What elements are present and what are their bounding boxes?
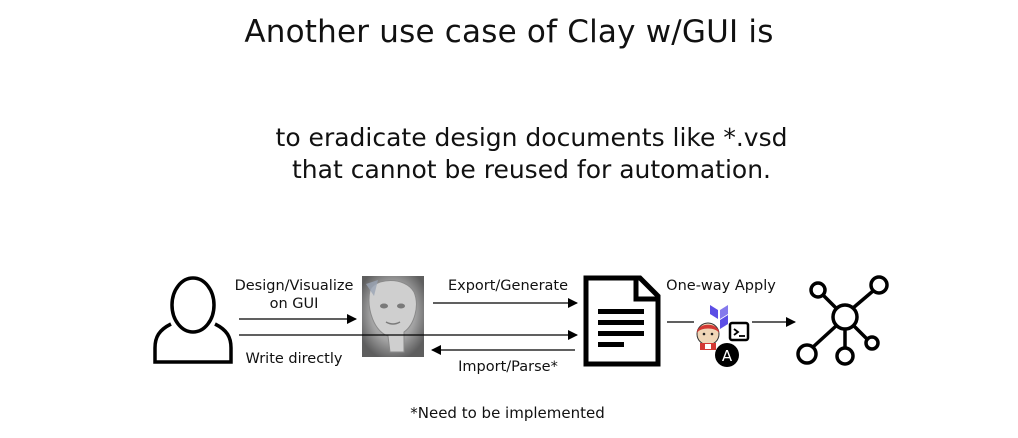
one-way-apply-label: One-way Apply	[666, 278, 776, 294]
user-icon	[153, 276, 233, 364]
import-parse-label: Import/Parse*	[458, 359, 558, 375]
subtitle-line-2: that cannot be reused for automation.	[292, 155, 771, 184]
design-label-line-1: Design/Visualize	[234, 278, 354, 294]
ansible-icon: A	[715, 343, 739, 367]
terminal-icon	[728, 321, 750, 342]
subtitle-line-1: to eradicate design documents like *.vsd	[275, 123, 788, 152]
export-generate-label: Export/Generate	[447, 278, 569, 294]
slide-title: Another use case of Clay w/GUI is	[244, 14, 774, 50]
document-icon	[583, 275, 661, 367]
network-hub-icon	[796, 275, 889, 366]
clay-gui-image	[362, 276, 424, 357]
footnote: *Need to be implemented	[410, 404, 605, 422]
slide-subtitle: to eradicate design documents like *.vsd…	[0, 122, 1018, 186]
write-directly-label: Write directly	[245, 351, 343, 367]
design-visualize-label: Design/Visualize on GUI	[226, 277, 362, 313]
ansible-letter: A	[722, 347, 733, 365]
terraform-icon	[710, 305, 728, 329]
design-label-line-2: on GUI	[269, 296, 319, 312]
jenkins-icon	[696, 322, 720, 350]
